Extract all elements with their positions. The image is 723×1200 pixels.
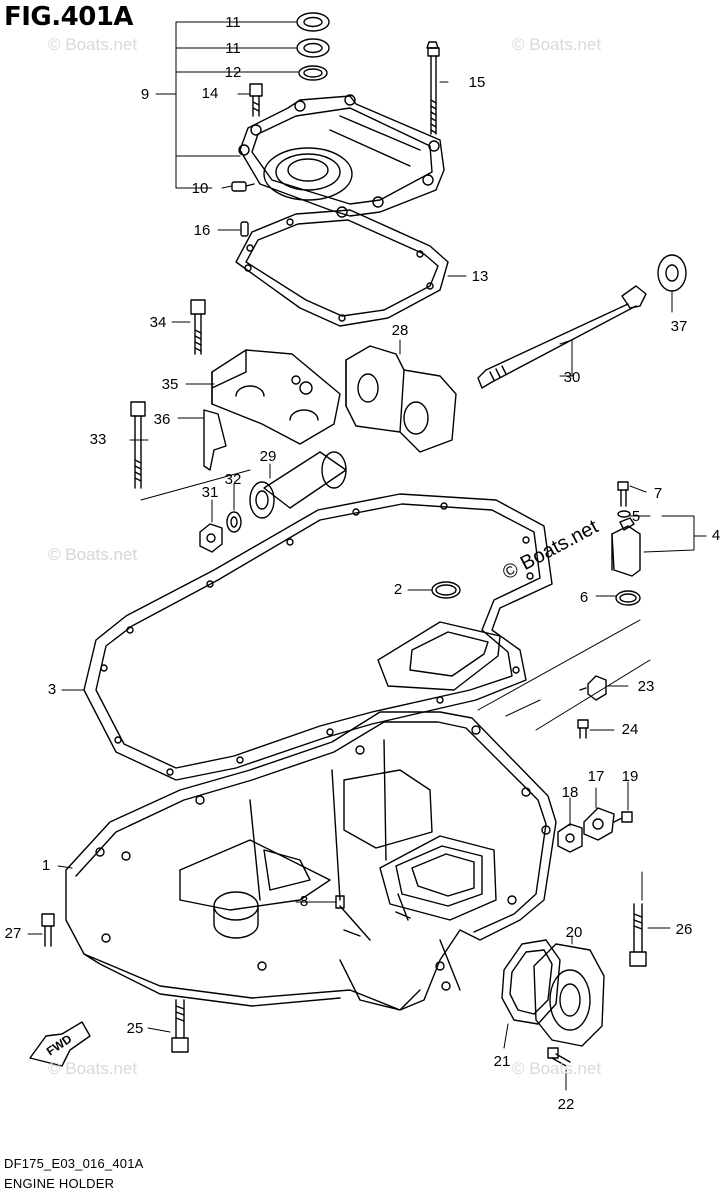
bolt-part-26 — [629, 871, 647, 967]
callout-label-4: 4 — [712, 527, 720, 544]
dowel-pin-part-16 — [240, 221, 249, 237]
callout-label-24: 24 — [622, 721, 639, 738]
bolt-part-22 — [547, 1047, 571, 1067]
callout-label-35: 35 — [162, 376, 179, 393]
callout-label-31: 31 — [202, 484, 219, 501]
watermark-text: © Boats.net — [48, 35, 137, 54]
callout-label-32: 32 — [225, 471, 242, 488]
callout-label-8: 8 — [300, 893, 308, 910]
gasket-part-13 — [235, 209, 449, 327]
bolt-part-14 — [426, 41, 440, 135]
bush-part-29 — [249, 451, 347, 519]
watermark-text: © Boats.net — [48, 1059, 137, 1078]
bolt-part-34 — [130, 401, 251, 501]
callout-label-22: 22 — [558, 1096, 575, 1113]
callout-label-12: 12 — [225, 64, 242, 81]
gasket-part-18 — [557, 823, 583, 853]
callout-label-15: 15 — [469, 74, 486, 91]
callout-label-16: 16 — [194, 222, 211, 239]
o-ring-part-6 — [615, 590, 641, 606]
switch-part-23 — [579, 675, 607, 701]
cover-part-17 — [583, 807, 615, 841]
watermark-text: © Boats.net — [512, 35, 601, 54]
callout-label-14: 14 — [202, 85, 219, 102]
nut-part-31 — [199, 523, 223, 553]
leader-lines — [27, 21, 707, 1091]
callout-label-11: 11 — [225, 40, 241, 57]
callout-label-21: 21 — [494, 1053, 511, 1070]
bolt-part-35 — [190, 299, 206, 355]
oil-pan-part-1 — [65, 711, 557, 1011]
callout-label-23: 23 — [638, 678, 655, 695]
callout-label-30: 30 — [564, 369, 581, 386]
figure-name: ENGINE HOLDER — [4, 1176, 115, 1191]
callout-label-10: 10 — [192, 180, 209, 197]
callout-label-29: 29 — [260, 448, 277, 465]
callout-label-17: 17 — [588, 768, 605, 785]
o-ring-part-12 — [298, 65, 328, 81]
callout-label-5: 5 — [632, 508, 640, 525]
callout-label-9: 9 — [141, 86, 149, 103]
gasket-part-3 — [83, 493, 553, 781]
gasket-part-21 — [501, 939, 561, 1025]
callout-label-3: 3 — [48, 681, 56, 698]
callout-label-13: 13 — [472, 268, 489, 285]
watermark-text: © Boats.net — [512, 1059, 601, 1078]
screw-part-7 — [617, 481, 629, 507]
cover-part-20 — [533, 943, 605, 1047]
callout-label-7: 7 — [654, 485, 662, 502]
watermark-text: © Boats.net — [48, 545, 137, 564]
callout-label-20: 20 — [566, 924, 583, 941]
mount-rubber-part-28 — [345, 345, 457, 453]
bolt-part-19 — [613, 811, 633, 823]
callout-label-18: 18 — [562, 784, 579, 801]
washer-part-32 — [226, 511, 242, 533]
breather-part-10 — [231, 181, 255, 192]
callout-label-33: 33 — [90, 431, 107, 448]
callout-label-36: 36 — [154, 411, 171, 428]
through-bolt-part-30 — [477, 285, 647, 389]
figure-title: FIG.401A — [4, 2, 134, 32]
callout-label-26: 26 — [676, 921, 693, 938]
engine-holder-bracket-part-33 — [211, 349, 341, 445]
case-cover-part-9 — [238, 94, 445, 218]
sensor-seal-part-5 — [617, 510, 631, 518]
callout-label-27: 27 — [5, 925, 22, 942]
callout-label-19: 19 — [622, 768, 639, 785]
oil-pressure-sensor-part-4 — [611, 517, 641, 577]
watermark-layer: © Boats.net © Boats.net © Boats.net © Boats… — [48, 35, 602, 1078]
washer-part-37 — [657, 254, 687, 292]
callout-label-28: 28 — [392, 322, 409, 339]
oil-seal-part-11b — [296, 38, 330, 58]
callout-label-11: 11 — [225, 14, 241, 31]
callout-label-37: 37 — [671, 318, 688, 335]
callout-label-34: 34 — [150, 314, 167, 331]
callout-label-6: 6 — [580, 589, 588, 606]
figure-code: DF175_E03_016_401A — [4, 1156, 144, 1171]
bolt-part-15 — [249, 83, 263, 117]
o-ring-part-2 — [431, 581, 461, 599]
bolt-part-24 — [577, 719, 589, 739]
watermark-text: © Boats.net — [48, 545, 137, 564]
plate-part-36 — [203, 409, 227, 471]
callout-labels: 1234567891011111213141516171819202122232… — [5, 14, 721, 1113]
bolt-part-27 — [41, 913, 55, 947]
oil-seal-part-11a — [296, 12, 330, 32]
forward-direction-arrow — [29, 1021, 91, 1067]
bolt-part-8 — [317, 895, 345, 909]
callout-label-1: 1 — [42, 857, 50, 874]
callout-label-25: 25 — [127, 1020, 144, 1037]
callout-label-2: 2 — [394, 581, 402, 598]
bolt-part-25 — [171, 999, 189, 1053]
